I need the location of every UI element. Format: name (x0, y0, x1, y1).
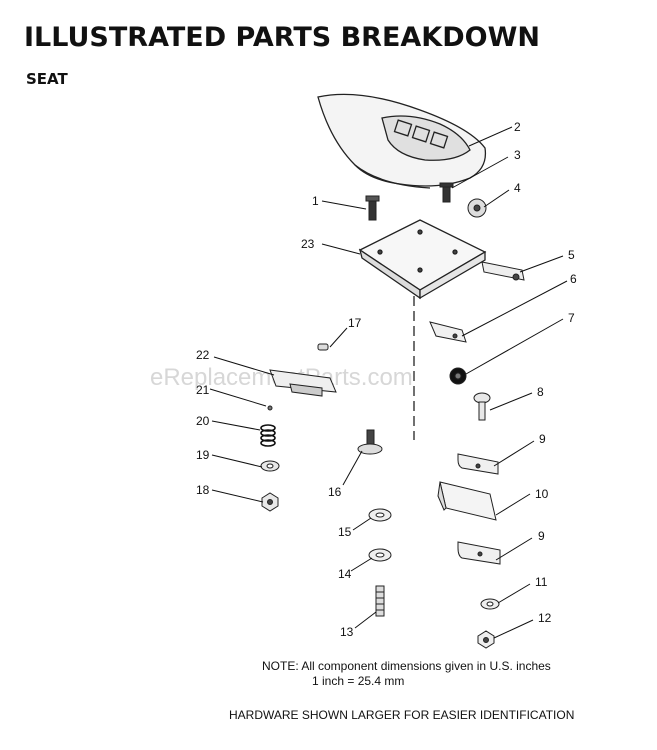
clamp-part-9-upper (457, 453, 499, 475)
washer-part-14 (368, 548, 392, 562)
washer-part-19 (260, 460, 280, 472)
callout-11: 11 (535, 575, 548, 589)
seat-part (317, 93, 487, 189)
callout-12: 12 (538, 611, 552, 625)
callout-23: 23 (301, 237, 315, 251)
callout-17: 17 (348, 316, 362, 330)
washer-part-11 (480, 598, 500, 610)
callout-2: 2 (514, 120, 521, 134)
bolt-part-16 (357, 429, 383, 455)
nut-part-18 (261, 492, 279, 512)
callout-5: 5 (568, 248, 575, 262)
callout-9-upper: 9 (539, 432, 546, 446)
bolt-part-13 (375, 585, 385, 617)
bracket-part-5 (481, 261, 525, 281)
callout-14: 14 (338, 567, 352, 581)
clamp-part-9-lower (457, 541, 501, 565)
callout-16: 16 (328, 485, 342, 499)
nut-part-12 (477, 630, 495, 649)
callout-1: 1 (312, 194, 319, 208)
hardware-note: HARDWARE SHOWN LARGER FOR EASIER IDENTIF… (229, 708, 575, 722)
callout-13: 13 (340, 625, 354, 639)
seat-plate-part-23 (358, 219, 487, 300)
callout-22: 22 (196, 348, 210, 362)
knob-part-7 (449, 367, 467, 385)
callout-19: 19 (196, 448, 210, 462)
bolt-part-1 (365, 195, 380, 221)
bolt-part-3 (439, 182, 454, 203)
leader-lines (209, 126, 568, 639)
callout-20: 20 (196, 414, 210, 428)
callout-21: 21 (196, 383, 210, 397)
callout-labels: 1 2 3 4 5 6 7 8 9 10 9 11 12 13 14 15 16… (196, 120, 577, 639)
hinge-part-22 (269, 369, 337, 397)
note-line-1: NOTE: All component dimensions given in … (262, 659, 551, 673)
note-line-2: 1 inch = 25.4 mm (312, 674, 405, 688)
washer-part-15 (368, 508, 392, 522)
pin-part-17 (317, 343, 329, 351)
clip-part-6 (429, 321, 467, 343)
callout-7: 7 (568, 311, 575, 325)
callout-3: 3 (514, 148, 521, 162)
bracket-part-10 (437, 481, 497, 521)
nut-part-4 (467, 198, 487, 218)
section-title: SEAT (26, 70, 68, 88)
callout-10: 10 (535, 487, 549, 501)
callout-6: 6 (570, 272, 577, 286)
page-title: ILLUSTRATED PARTS BREAKDOWN (24, 22, 540, 53)
callout-4: 4 (514, 181, 521, 195)
callout-8: 8 (537, 385, 544, 399)
dimension-note: NOTE: All component dimensions given in … (262, 659, 551, 689)
spring-part-20 (260, 424, 276, 447)
pin-part-21 (267, 405, 273, 411)
callout-18: 18 (196, 483, 210, 497)
callout-15: 15 (338, 525, 352, 539)
callout-9-lower: 9 (538, 529, 545, 543)
bolt-part-8 (473, 392, 491, 421)
